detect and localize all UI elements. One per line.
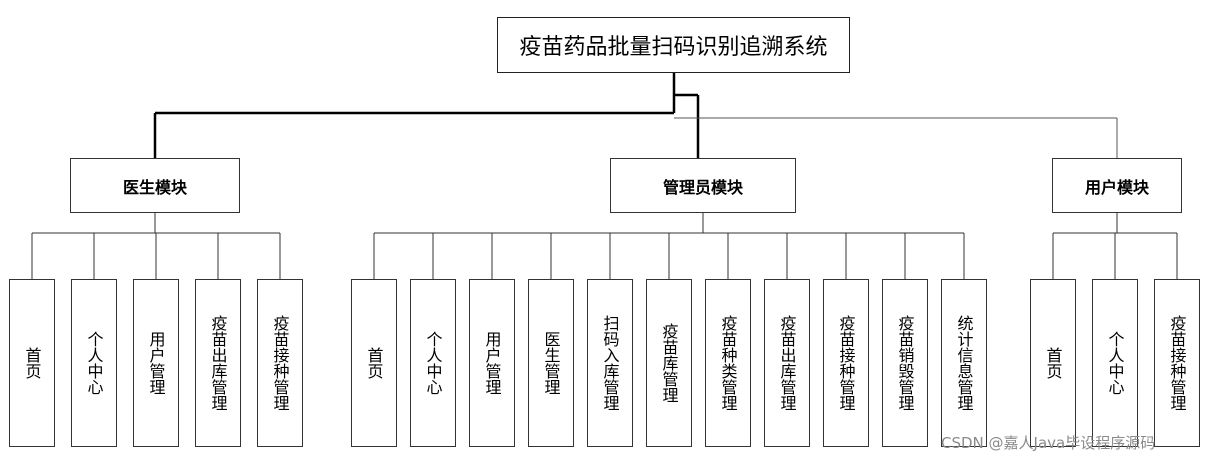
admin-leaf-box: 个人中心 (410, 279, 456, 447)
admin-leaf-box: 疫苗出库管理 (764, 279, 810, 447)
admin-leaf-label: 用户管理 (482, 331, 502, 395)
doctor-leaf-label: 疫苗接种管理 (270, 315, 290, 411)
admin-leaf-label: 医生管理 (541, 331, 561, 395)
admin-leaf-label: 统计信息管理 (954, 315, 974, 411)
admin-leaf-label: 疫苗库管理 (659, 323, 679, 403)
admin-leaf-box: 统计信息管理 (941, 279, 987, 447)
admin-leaf-label: 疫苗接种管理 (836, 315, 856, 411)
doctor-leaf-label: 首页 (22, 347, 42, 379)
doctor-leaf-box: 疫苗出库管理 (195, 279, 241, 447)
csdn-watermark: CSDN @嘉人Java毕设程序源码 (941, 434, 1156, 452)
module-doctor-box: 医生模块 (70, 158, 240, 213)
admin-leaf-box: 用户管理 (469, 279, 515, 447)
module-admin-label: 管理员模块 (662, 177, 743, 197)
module-user-label: 用户模块 (1084, 177, 1149, 197)
doctor-leaf-label: 用户管理 (146, 331, 166, 395)
doctor-leaf-box: 用户管理 (133, 279, 179, 447)
admin-leaf-box: 疫苗种类管理 (705, 279, 751, 447)
admin-leaf-label: 个人中心 (423, 331, 443, 395)
root-system-title: 疫苗药品批量扫码识别追溯系统 (519, 35, 828, 60)
admin-leaf-label: 首页 (364, 347, 384, 379)
admin-leaf-box: 疫苗接种管理 (823, 279, 869, 447)
admin-leaf-label: 疫苗销毁管理 (895, 315, 915, 411)
admin-leaf-box: 首页 (351, 279, 397, 447)
admin-leaf-box: 扫码入库管理 (587, 279, 633, 447)
user-leaf-box: 疫苗接种管理 (1154, 279, 1200, 447)
doctor-leaf-box: 个人中心 (71, 279, 117, 447)
admin-leaf-box: 医生管理 (528, 279, 574, 447)
doctor-leaf-box: 首页 (9, 279, 55, 447)
user-leaf-label: 疫苗接种管理 (1167, 315, 1187, 411)
admin-leaf-label: 疫苗种类管理 (718, 315, 738, 411)
module-doctor-label: 医生模块 (122, 177, 187, 197)
doctor-leaf-box: 疫苗接种管理 (257, 279, 303, 447)
doctor-leaf-label: 个人中心 (84, 331, 104, 395)
module-user-box: 用户模块 (1052, 158, 1182, 213)
user-leaf-box: 首页 (1030, 279, 1076, 447)
admin-leaf-box: 疫苗库管理 (646, 279, 692, 447)
admin-leaf-label: 扫码入库管理 (600, 315, 620, 411)
admin-leaf-label: 疫苗出库管理 (777, 315, 797, 411)
user-leaf-label: 个人中心 (1105, 331, 1125, 395)
user-leaf-label: 首页 (1043, 347, 1063, 379)
module-admin-box: 管理员模块 (610, 158, 796, 213)
root-system-box: 疫苗药品批量扫码识别追溯系统 (497, 17, 850, 73)
user-leaf-box: 个人中心 (1092, 279, 1138, 447)
admin-leaf-box: 疫苗销毁管理 (882, 279, 928, 447)
doctor-leaf-label: 疫苗出库管理 (208, 315, 228, 411)
